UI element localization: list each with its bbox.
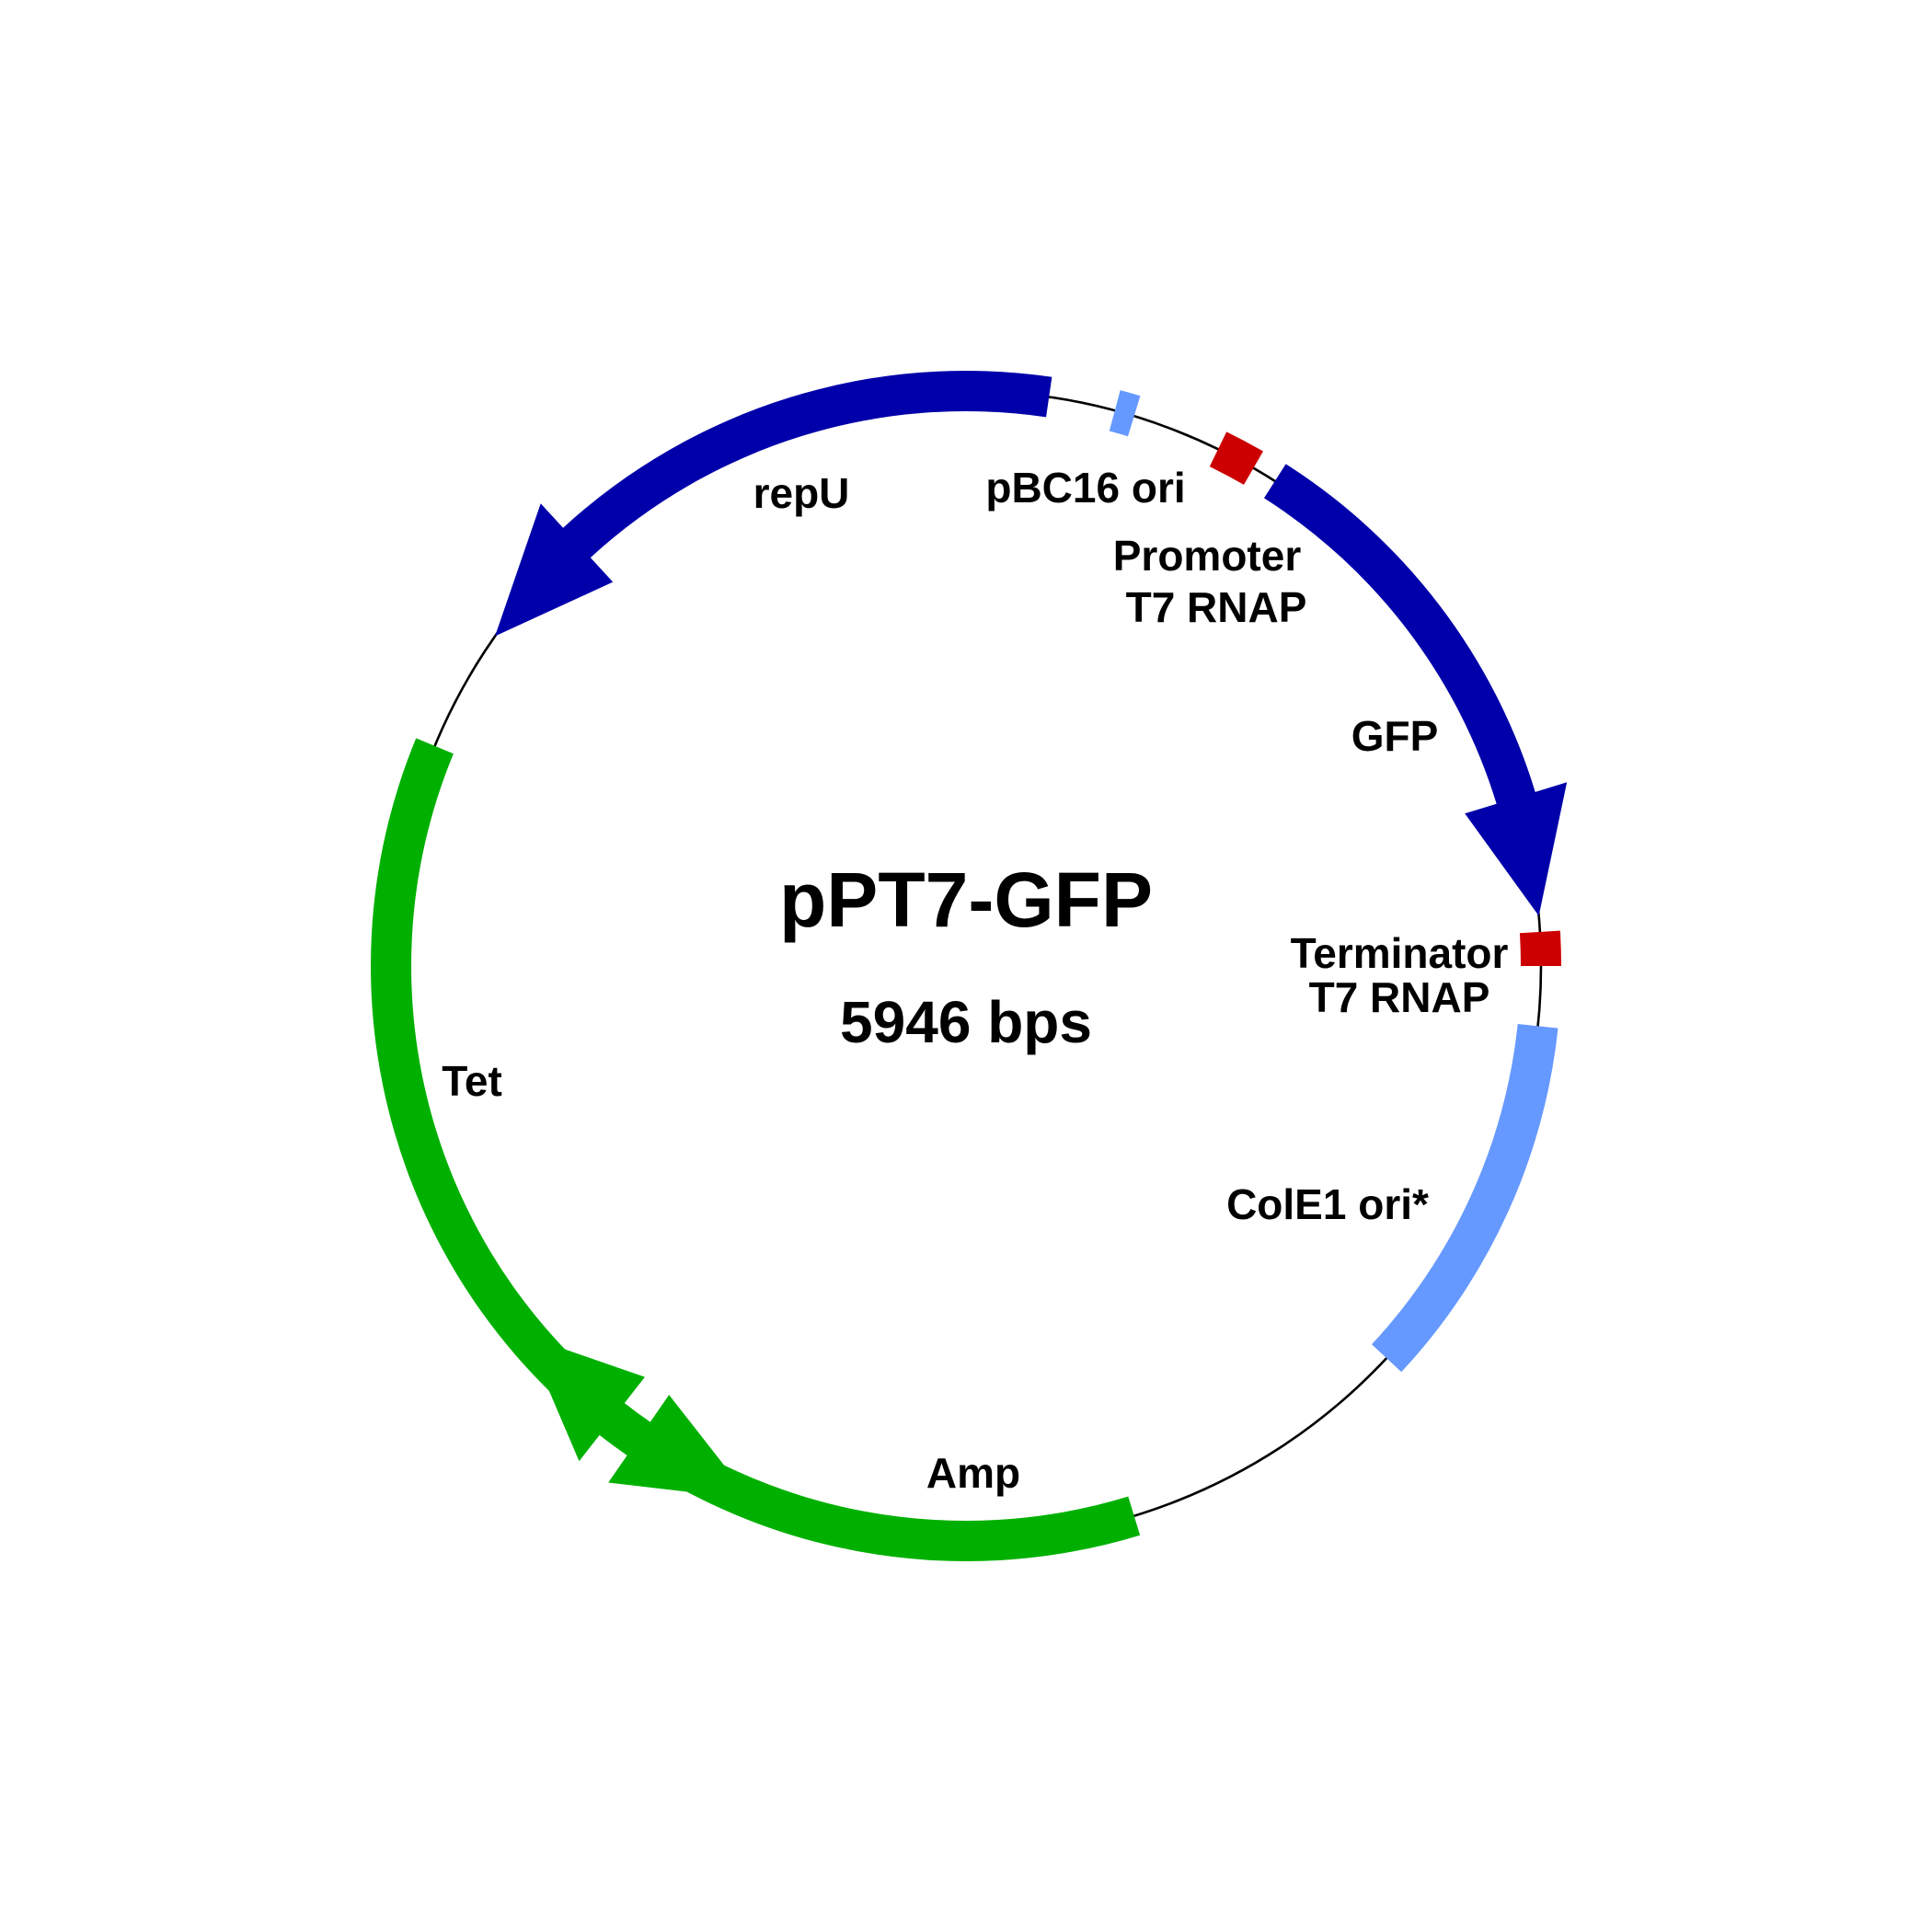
terminator-block bbox=[1519, 930, 1561, 966]
pbc16-ori-block bbox=[1109, 390, 1141, 437]
terminator-label-line1: Terminator bbox=[1291, 929, 1509, 977]
plasmid-size: 5946 bps bbox=[840, 989, 1092, 1055]
pbc16-ori-label: pBC16 ori bbox=[985, 464, 1185, 512]
feature-shapes bbox=[370, 371, 1568, 1561]
plasmid-name: pPT7-GFP bbox=[779, 857, 1153, 943]
terminator-label-line2: T7 RNAP bbox=[1309, 973, 1490, 1021]
tet-arrow bbox=[370, 738, 751, 1500]
tet-label: Tet bbox=[442, 1057, 502, 1105]
repu-label: repU bbox=[753, 469, 850, 517]
promoter-block bbox=[1209, 431, 1263, 485]
cole1-ori-block bbox=[1372, 1024, 1558, 1373]
promoter-label-line2: T7 RNAP bbox=[1126, 583, 1307, 631]
amp-label: Amp bbox=[926, 1449, 1020, 1497]
gfp-arrow bbox=[1263, 464, 1568, 916]
promoter-label-line1: Promoter bbox=[1113, 532, 1302, 580]
gfp-label: GFP bbox=[1351, 712, 1439, 760]
repu-arrow bbox=[495, 371, 1052, 637]
cole1-ori-label: ColE1 ori* bbox=[1226, 1180, 1429, 1228]
